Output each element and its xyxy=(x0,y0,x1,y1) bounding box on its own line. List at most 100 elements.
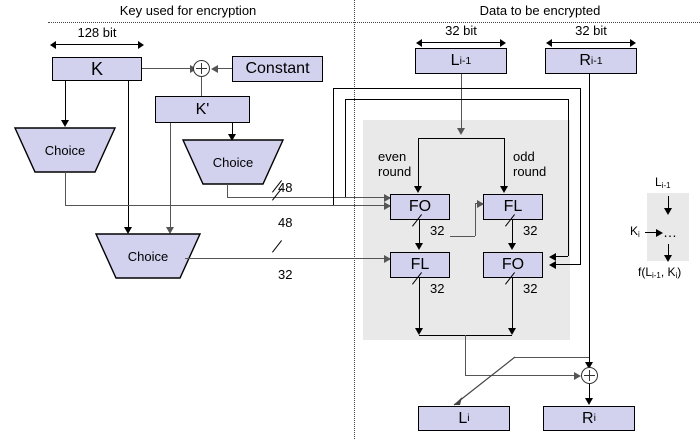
wire-diagonal-to-li xyxy=(453,356,516,406)
wire-merge-down xyxy=(465,335,466,375)
xor-output xyxy=(581,367,598,384)
arrowhead-kprime-to-choice2 xyxy=(228,134,236,141)
section-title-data: Data to be encrypted xyxy=(479,3,601,18)
legend-key-sub: i xyxy=(638,229,640,239)
wire-l-down xyxy=(461,74,462,131)
wire-kprime-to-choice2 xyxy=(232,123,233,138)
wire-cross-up xyxy=(475,203,476,236)
legend-output-sub2: i xyxy=(675,270,678,280)
dimension-128bit-label: 128 bit xyxy=(77,25,117,40)
divider-horizontal xyxy=(48,22,700,23)
wire-feedback-outer-top xyxy=(333,88,580,89)
arrowhead-xor-to-ri xyxy=(585,398,593,405)
divider-vertical xyxy=(354,0,355,439)
legend-arrowhead-out xyxy=(664,255,672,262)
arrowhead-to-fl1 xyxy=(500,186,508,193)
arrowhead-choice2-to-fo xyxy=(384,194,391,202)
constant-box: Constant xyxy=(232,56,323,82)
arrowhead-fo2-down xyxy=(508,328,516,335)
legend-input-text: L xyxy=(655,175,662,189)
dimension-32bit-left xyxy=(416,38,506,47)
label-48-a: 48 xyxy=(278,180,293,195)
arrowhead-r-to-xor xyxy=(585,362,593,369)
input-box-r-text: R xyxy=(579,52,591,69)
tick-32-b xyxy=(505,226,518,239)
output-box-l-sub: i xyxy=(467,412,470,425)
dimension-128bit xyxy=(50,40,144,49)
input-box-r-sub: i-1 xyxy=(590,54,603,67)
wire-merge-to-xor xyxy=(465,375,578,376)
dimension-32bit-right xyxy=(546,38,636,47)
legend-wire-in xyxy=(668,196,669,210)
label-odd-round-line1: odd xyxy=(513,149,535,164)
output-box-r-sub: i xyxy=(593,412,596,425)
label-32-a: 32 xyxy=(430,223,445,238)
section-title-key: Key used for encryption xyxy=(119,3,257,18)
legend-wire-out xyxy=(668,244,669,257)
wire-fl2-down xyxy=(419,278,420,330)
wire-feedback-inner-left xyxy=(345,99,346,197)
legend-body-dots: … xyxy=(663,224,678,240)
wire-choice3-right xyxy=(185,258,390,259)
wire-k-to-xor xyxy=(142,68,192,69)
wire-choice1-down xyxy=(65,172,66,205)
output-box-l-text: L xyxy=(458,409,468,427)
choice-block-3: Choice xyxy=(94,233,202,279)
arrowhead-k-to-choice1 xyxy=(61,120,69,127)
tick-48-b xyxy=(272,200,285,213)
legend-output-end: ) xyxy=(677,265,682,279)
key-box-k: K xyxy=(52,57,142,81)
wire-k-to-choice1 xyxy=(65,81,66,121)
xor-key-constant xyxy=(193,60,210,77)
dimension-32bit-left-label: 32 bit xyxy=(445,23,477,38)
legend-arrowhead-key xyxy=(656,229,663,237)
wire-constant-to-xor xyxy=(214,68,232,69)
arrowhead-fl1-to-fo2 xyxy=(508,243,516,250)
wire-split-bar xyxy=(418,138,504,139)
output-box-r-text: R xyxy=(582,409,594,427)
arrowhead-choice3-to-fl xyxy=(384,255,391,263)
wire-cross-top xyxy=(515,357,589,358)
tick-32-left xyxy=(272,252,285,265)
label-even-round-line2: round xyxy=(378,163,412,179)
legend-key-text: K xyxy=(630,224,639,238)
legend-output-mid: , K xyxy=(660,265,676,279)
input-box-l-text: L xyxy=(450,52,460,69)
tick-32-c xyxy=(412,284,425,297)
tick-32-d xyxy=(505,284,518,297)
wire-k-to-choice3 xyxy=(128,81,129,229)
wire-r-down xyxy=(589,74,590,369)
legend-input-label: Li-1 xyxy=(655,175,670,190)
label-32-left: 32 xyxy=(278,267,293,282)
label-odd-round-line2: round xyxy=(513,163,547,179)
wire-feedback-inner-into-fo2 xyxy=(555,256,568,257)
arrowhead-cross-to-fl1 xyxy=(477,200,484,208)
legend-output-sub1: i-1 xyxy=(652,270,661,280)
dimension-32bit-right-label: 32 bit xyxy=(575,23,607,38)
function-box-fo-1: FO xyxy=(390,194,450,220)
label-48-b: 48 xyxy=(278,215,293,230)
arrowhead-merge-to-xor xyxy=(574,372,581,380)
arrowhead-fl2-down xyxy=(415,328,423,335)
label-even-round: even round xyxy=(378,149,412,180)
wire-split-left xyxy=(418,138,419,188)
arrowhead-l-into-panel xyxy=(457,128,465,135)
arrowhead-constant-to-xor xyxy=(211,65,218,73)
label-32-c: 32 xyxy=(430,281,445,296)
input-box-l-sub: i-1 xyxy=(459,54,472,67)
tick-32-a xyxy=(412,226,425,239)
label-32-d: 32 xyxy=(523,281,538,296)
label-even-round-line1: even xyxy=(378,149,407,164)
arrowhead-to-fo1 xyxy=(414,186,422,193)
wire-feedback-inner-right xyxy=(568,99,569,256)
wire-choice1-right xyxy=(65,205,390,206)
choice-block-1: Choice xyxy=(13,127,117,173)
arrowhead-feedback-outer-to-fo2 xyxy=(549,261,556,269)
arrowhead-k-to-choice3 xyxy=(124,227,132,234)
arrowhead-feedback-inner-to-fo2 xyxy=(549,253,556,261)
